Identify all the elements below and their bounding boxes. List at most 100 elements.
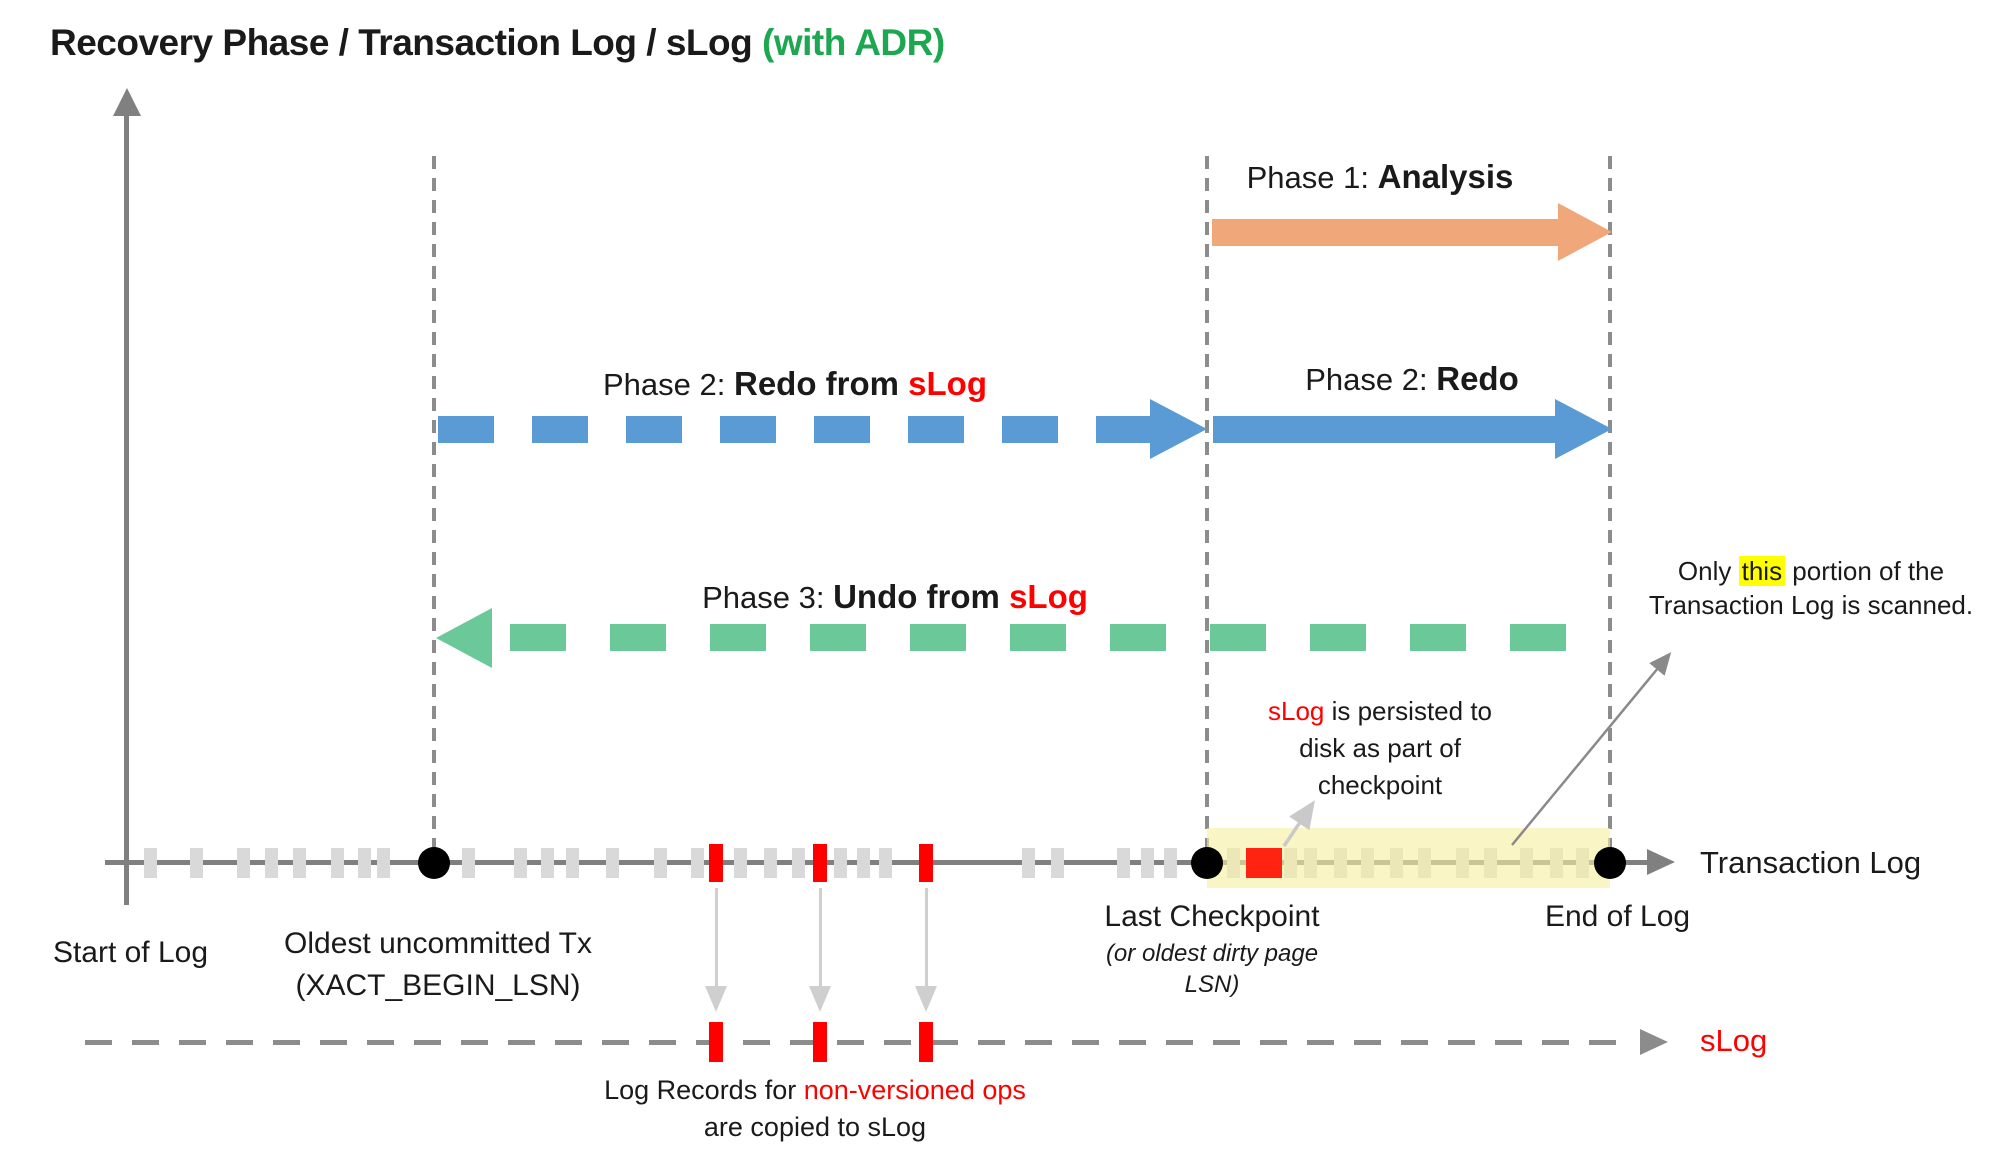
scan-note-pre: Only xyxy=(1677,556,1739,586)
copy-arrow-shaft xyxy=(925,888,928,988)
log-tick xyxy=(879,848,892,878)
marker-dot-last-checkpoint xyxy=(1191,847,1223,879)
copy-note-red1: non-versioned ops xyxy=(803,1075,1026,1105)
log-tick xyxy=(857,848,870,878)
scan-note-arrow xyxy=(1511,652,1672,846)
log-tick xyxy=(331,848,344,878)
transaction-log-axis xyxy=(105,860,1647,865)
phase1-label-bold: Analysis xyxy=(1377,158,1514,195)
phase1-arrowhead-icon xyxy=(1558,203,1612,261)
guide-line-oldest-tx xyxy=(432,156,436,863)
persist-note-rest1: is persisted to xyxy=(1324,696,1493,726)
slog-tick-red xyxy=(919,1022,933,1062)
persist-note-line2: disk as part of xyxy=(1299,733,1461,763)
last-checkpoint-line1: Last Checkpoint xyxy=(1104,900,1320,933)
copy-arrowhead-icon xyxy=(705,986,727,1012)
marker-dot-oldest-tx xyxy=(418,847,450,879)
transaction-log-arrowhead-icon xyxy=(1647,849,1675,875)
log-tick xyxy=(462,848,475,878)
scan-note-highlight: this xyxy=(1738,556,1786,586)
log-tick-red xyxy=(813,844,827,882)
log-tick xyxy=(566,848,579,878)
phase3-label-bold: Undo from xyxy=(833,578,1010,615)
start-of-log-label: Start of Log xyxy=(52,936,209,969)
log-tick xyxy=(358,848,371,878)
log-tick xyxy=(764,848,777,878)
phase2-slog-label: Phase 2: Redo from sLog xyxy=(545,365,1045,403)
guide-line-end-of-log xyxy=(1608,156,1612,863)
checkpoint-red-square xyxy=(1246,848,1282,878)
copy-note-black1: Log Records for xyxy=(604,1075,804,1105)
slog-tick-red xyxy=(813,1022,827,1062)
phase3-label-prefix: Phase 3: xyxy=(702,580,834,615)
scan-note-post: portion of the xyxy=(1785,556,1945,586)
scan-note-line1: Only this portion of the xyxy=(1625,554,1997,588)
phase3-label: Phase 3: Undo from sLog xyxy=(645,578,1145,616)
end-of-log-label: End of Log xyxy=(1544,900,1691,933)
phase3-arrowhead-icon xyxy=(436,608,492,668)
page-title: Recovery Phase / Transaction Log / sLog … xyxy=(50,22,945,64)
oldest-tx-label: Oldest uncommitted Tx (XACT_BEGIN_LSN) xyxy=(258,923,618,1007)
copy-arrowhead-icon xyxy=(809,986,831,1012)
last-checkpoint-line3: LSN) xyxy=(1184,971,1240,998)
guide-line-last-checkpoint xyxy=(1205,156,1209,863)
log-tick-red xyxy=(919,844,933,882)
log-tick-red xyxy=(709,844,723,882)
log-tick xyxy=(691,848,704,878)
copy-note-line1: Log Records for non-versioned ops xyxy=(565,1072,1065,1109)
copy-arrowhead-icon xyxy=(915,986,937,1012)
log-tick xyxy=(792,848,805,878)
log-tick xyxy=(654,848,667,878)
phase3-label-red: sLog xyxy=(1009,578,1088,615)
copy-note: Log Records for non-versioned ops are co… xyxy=(565,1072,1065,1146)
log-tick xyxy=(1141,848,1154,878)
scan-note: Only this portion of the Transaction Log… xyxy=(1625,554,1997,622)
persist-note-line1: sLog is persisted to xyxy=(1230,693,1530,730)
slog-line xyxy=(85,1040,1630,1045)
phase1-label: Phase 1: Analysis xyxy=(1200,158,1560,196)
phase2-arrow-body xyxy=(1213,416,1556,443)
marker-dot-end-of-log xyxy=(1594,847,1626,879)
log-tick xyxy=(541,848,554,878)
phase1-label-prefix: Phase 1: xyxy=(1246,160,1378,195)
oldest-tx-line2: (XACT_BEGIN_LSN) xyxy=(295,969,581,1002)
log-tick xyxy=(237,848,250,878)
last-checkpoint-label: Last Checkpoint (or oldest dirty page LS… xyxy=(1057,896,1367,1000)
slog-tick-red xyxy=(709,1022,723,1062)
scan-note-line2: Transaction Log is scanned. xyxy=(1648,590,1974,620)
log-tick xyxy=(606,848,619,878)
phase2-slog-label-red: sLog xyxy=(908,365,987,402)
log-tick xyxy=(1051,848,1064,878)
log-tick xyxy=(514,848,527,878)
phase2-label-bold: Redo xyxy=(1436,360,1519,397)
log-tick xyxy=(734,848,747,878)
page-title-adr: (with ADR) xyxy=(762,22,945,63)
phase2-slog-arrowhead-icon xyxy=(1150,399,1207,459)
copy-arrow-shaft xyxy=(819,888,822,988)
log-tick xyxy=(265,848,278,878)
slog-line-arrowhead-icon xyxy=(1640,1029,1668,1055)
copy-arrow-shaft xyxy=(715,888,718,988)
last-checkpoint-line2: (or oldest dirty page xyxy=(1105,940,1319,967)
vertical-axis xyxy=(124,112,129,905)
phase2-slog-arrow-body xyxy=(438,416,1150,443)
page-title-main: Recovery Phase / Transaction Log / sLog xyxy=(50,22,753,63)
phase2-slog-label-prefix: Phase 2: xyxy=(603,367,734,402)
phase1-arrow-body xyxy=(1212,219,1560,246)
persist-note-red: sLog xyxy=(1267,696,1325,726)
phase2-arrowhead-icon xyxy=(1555,399,1612,459)
phase2-slog-label-bold: Redo from xyxy=(733,365,909,402)
persist-note-line3: checkpoint xyxy=(1317,770,1443,800)
transaction-log-axis-label: Transaction Log xyxy=(1700,845,1922,880)
log-tick xyxy=(1117,848,1130,878)
phase2-label: Phase 2: Redo xyxy=(1212,360,1612,398)
log-tick xyxy=(1022,848,1035,878)
log-tick xyxy=(1164,848,1177,878)
phase2-label-prefix: Phase 2: xyxy=(1305,362,1437,397)
phase3-arrow-body xyxy=(510,624,1610,651)
vertical-axis-arrowhead-icon xyxy=(113,88,141,116)
log-tick xyxy=(377,848,390,878)
oldest-tx-line1: Oldest uncommitted Tx xyxy=(284,927,592,960)
persist-note: sLog is persisted to disk as part of che… xyxy=(1230,693,1530,804)
